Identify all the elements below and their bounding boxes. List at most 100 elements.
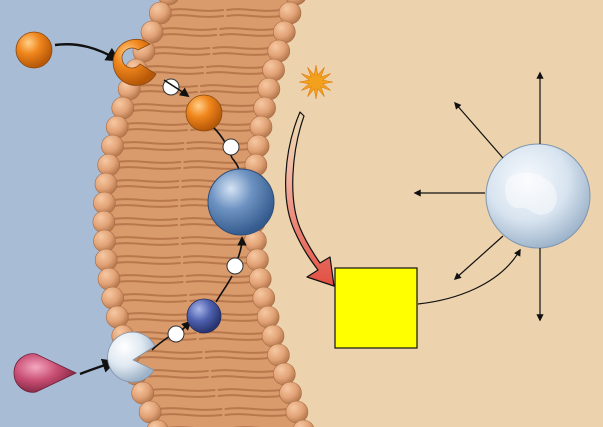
lipid-tail [159, 33, 218, 37]
lipid-head [272, 20, 296, 44]
lipid-tail [217, 388, 283, 392]
lipid-tail [120, 141, 185, 145]
lipid-tail [182, 255, 250, 259]
lipid-tail [205, 65, 266, 69]
lipid-tail [114, 261, 181, 265]
lipid-tail [212, 52, 271, 56]
lipid-tail [116, 166, 182, 170]
red-curved-arrow [285, 111, 335, 287]
lipid-tail [200, 90, 261, 94]
lipid-tail [111, 223, 179, 227]
lipid-head [252, 286, 276, 310]
arrow-g-protein-path [215, 275, 233, 303]
lipid-tail [112, 242, 179, 246]
inner-lipid-heads [242, 0, 314, 427]
lipid-tail [210, 369, 277, 373]
lipid-tail [120, 147, 185, 151]
lipid-head [94, 172, 118, 196]
lipid-head [253, 96, 276, 120]
lipid-tail [151, 52, 211, 56]
lipid-tail [158, 413, 223, 417]
lipid-tail [125, 312, 192, 316]
sphere-highlight [505, 172, 557, 215]
lipid-tail [224, 407, 289, 411]
lipid-tail [150, 394, 216, 398]
lipid-tail [226, 8, 283, 12]
lipid-head [278, 1, 302, 25]
response-sphere [485, 143, 591, 249]
lipid-tail [217, 394, 283, 398]
lipid-tail [144, 65, 204, 69]
lipid-tails [111, 8, 295, 427]
lipid-head [267, 343, 290, 367]
lipid-tail [111, 217, 179, 221]
lipid-tail [183, 166, 248, 170]
lipid-tail [212, 46, 271, 50]
lipid-head [292, 419, 314, 427]
lipid-tail [226, 14, 283, 18]
lipid-tail [219, 27, 277, 31]
lipid-head [97, 153, 120, 177]
lipid-head [272, 362, 296, 386]
lipid-tail [159, 27, 218, 31]
lipid-head [140, 20, 164, 44]
lipid-tail [114, 185, 180, 189]
lipid-head [256, 305, 280, 329]
intermediate-dot-2 [222, 138, 240, 156]
lipid-head [131, 381, 154, 405]
lipid-head [246, 134, 270, 158]
lipid-head [106, 305, 129, 329]
receptor-pale [107, 331, 156, 383]
lipid-tail [224, 413, 289, 417]
lipid-head [97, 267, 121, 291]
radial-arrow-up-left [454, 101, 504, 159]
effector-enzyme [207, 168, 275, 236]
lipid-tail [150, 388, 216, 392]
lipid-tail [112, 236, 179, 240]
lipid-head [261, 324, 285, 348]
lipid-tail [120, 299, 188, 303]
lipid-head [285, 400, 309, 424]
receptor-orange [112, 38, 157, 86]
lipid-tail [198, 337, 265, 341]
target-box [334, 267, 418, 349]
signal-molecule-orange [15, 31, 53, 69]
lipid-tail [219, 33, 277, 37]
lipid-tail [114, 255, 181, 259]
lipid-tail [204, 350, 271, 354]
arrow-box-to-sphere [417, 248, 521, 305]
lipid-tail [200, 84, 261, 88]
lipid-tail [116, 280, 184, 284]
lipid-head [147, 419, 169, 427]
lipid-tail [116, 160, 182, 164]
lipid-head [138, 400, 162, 424]
arrow-to-effector-bottom [237, 236, 247, 259]
lipid-tail [186, 147, 251, 151]
lipid-head [101, 286, 124, 310]
lipid-head [248, 267, 272, 291]
arrow-signal-to-receptor [54, 43, 121, 62]
transducer-orange [185, 94, 223, 132]
arrow-receptor-to-transducer [163, 79, 190, 98]
lipid-head [257, 77, 281, 101]
lipid-tail [158, 407, 223, 411]
radial-arrow-down-left [453, 235, 504, 280]
lipid-tail [183, 160, 248, 164]
lipid-tail [136, 356, 203, 360]
lipid-tail [189, 299, 256, 303]
lipid-tail [204, 356, 271, 360]
second-messenger-burst [298, 64, 334, 100]
lipid-head [94, 248, 118, 272]
lipid-tail [185, 274, 253, 278]
intermediate-dot-1 [162, 78, 180, 96]
g-protein-dark-blue [186, 298, 222, 334]
lipid-head [279, 381, 302, 405]
lipid-head [92, 210, 116, 234]
lipid-tail [112, 204, 179, 208]
lipid-head [267, 39, 291, 63]
lipid-tail [186, 141, 251, 145]
lipid-tail [120, 293, 188, 297]
lipid-head [111, 96, 135, 120]
